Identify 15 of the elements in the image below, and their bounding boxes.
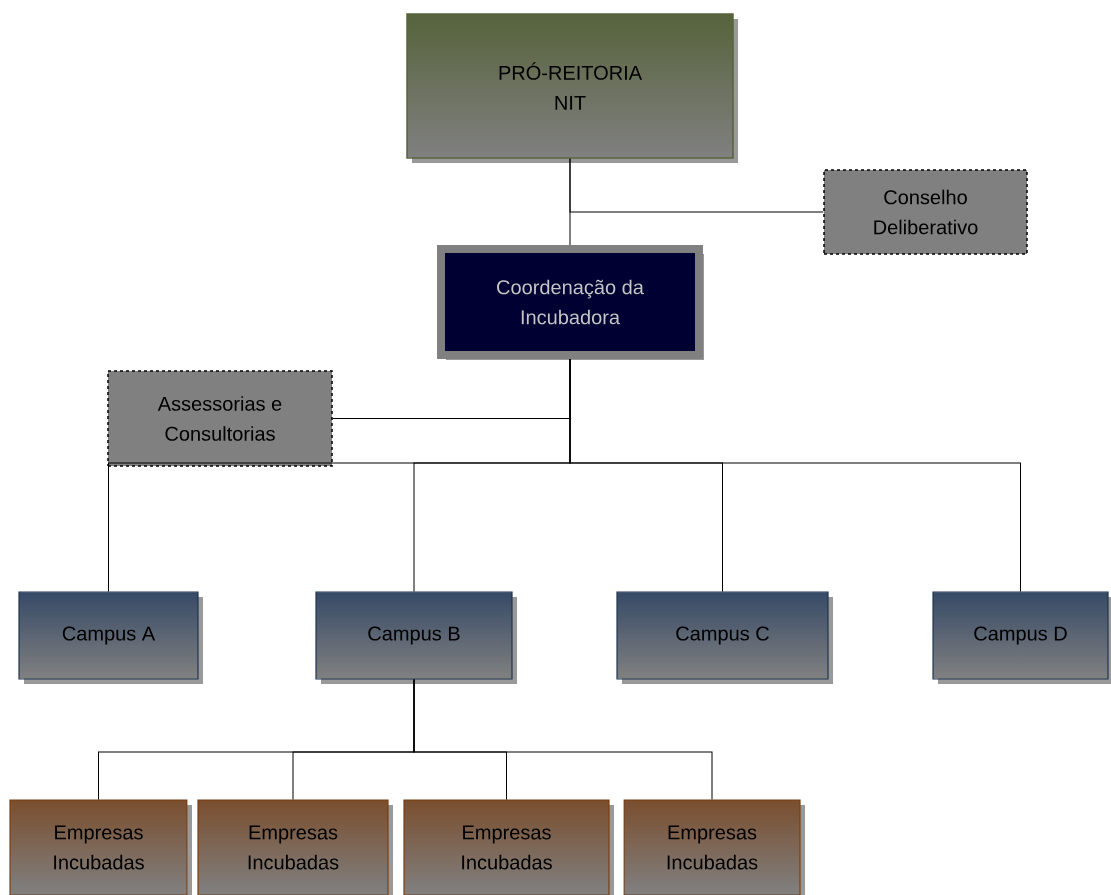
company-box: Empresas Incubadas (623, 799, 805, 895)
campus-box: Campus A (18, 591, 203, 684)
connector (413, 679, 713, 800)
campus-box: Campus C (616, 591, 833, 684)
company-box: Empresas Incubadas (403, 799, 614, 895)
company-box: Empresas Incubadas (9, 799, 192, 895)
connector (569, 358, 1021, 592)
company-box: Empresas Incubadas (197, 799, 393, 895)
dashed-box: Conselho Deliberativo (823, 169, 1028, 255)
org-box: PRÓ-REITORIA NIT (406, 13, 738, 163)
campus-box: Campus B (315, 591, 517, 684)
campus-box: Campus D (932, 591, 1111, 684)
connector (569, 158, 824, 213)
dashed-box: Assessorias e Consultorias (107, 370, 333, 467)
org-box: Coordenação da Incubadora (437, 245, 704, 360)
